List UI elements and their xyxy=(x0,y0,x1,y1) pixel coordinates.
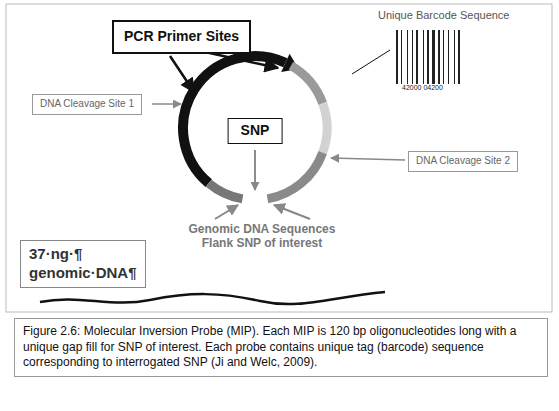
barcode-bar xyxy=(458,30,460,84)
barcode-bar xyxy=(448,30,449,84)
barcode-digits: 42000 04200 xyxy=(400,84,445,92)
label-box: DNA Cleavage Site 1 xyxy=(32,94,142,115)
part-label: Genomic DNA Sequences Flank SNP of inter… xyxy=(172,222,352,251)
genomic-arm-arc xyxy=(209,183,243,199)
box-label: SNP xyxy=(241,122,270,140)
cleavage-arc xyxy=(291,66,323,104)
barcode-bar xyxy=(401,30,402,84)
barcode-bar xyxy=(407,30,408,84)
genomic-arm-arc xyxy=(268,153,323,199)
barcode-bar xyxy=(454,30,455,84)
label-box: PCR Primer Sites xyxy=(112,20,251,54)
box-label: PCR Primer Sites xyxy=(124,28,239,46)
box-label: 37·ng·¶ genomic·DNA¶ xyxy=(29,245,137,283)
barcode-bar xyxy=(427,30,429,84)
leader-arrow xyxy=(205,52,278,68)
label-box: SNP xyxy=(228,118,283,144)
box-label: DNA Cleavage Site 2 xyxy=(416,155,510,168)
leader-line xyxy=(352,50,390,74)
label-box: DNA Cleavage Site 2 xyxy=(408,151,518,172)
barcode-ground xyxy=(394,28,468,96)
label-box: 37·ng·¶ genomic·DNA¶ xyxy=(20,240,146,288)
figure-frame xyxy=(6,4,552,312)
leader-arrow xyxy=(215,205,238,219)
leader-arrow xyxy=(152,103,181,105)
leader-arrow xyxy=(331,158,405,160)
caption-box: Figure 2.6: Molecular Inversion Probe (M… xyxy=(14,318,548,377)
box-label: DNA Cleavage Site 1 xyxy=(40,98,134,111)
barcode-bar xyxy=(443,30,444,84)
barcode-bar xyxy=(432,30,435,84)
barcode-bar xyxy=(423,30,424,84)
genomic-dna-strand xyxy=(40,292,385,304)
barcode-bar xyxy=(396,30,398,84)
leader-arrow xyxy=(170,56,194,92)
part-label: Unique Barcode Sequence xyxy=(378,9,509,22)
barcode-arc xyxy=(323,103,327,152)
leader-arrow xyxy=(274,205,310,219)
barcode-bar xyxy=(412,30,413,84)
primer-arc xyxy=(183,56,285,183)
leader-arrow xyxy=(254,150,256,190)
barcode-bar xyxy=(416,30,418,84)
figure-caption: Figure 2.6: Molecular Inversion Probe (M… xyxy=(23,324,539,371)
barcode-bars xyxy=(396,30,460,84)
barcode-bar xyxy=(438,30,440,84)
